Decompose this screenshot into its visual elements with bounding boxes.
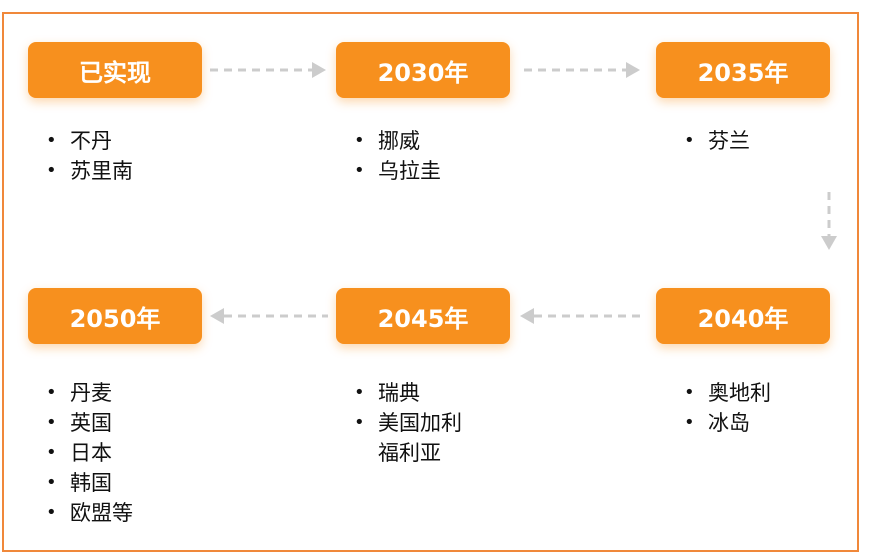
list-item: 丹麦 — [36, 378, 133, 408]
list-item: 苏里南 — [36, 156, 133, 186]
country-list-2050: 丹麦 英国 日本 韩国 欧盟等 — [36, 378, 133, 528]
list-item: 不丹 — [36, 126, 133, 156]
list-item: 福利亚 — [378, 441, 441, 465]
stage-2035: 2035年 — [656, 42, 830, 98]
list-item: 乌拉圭 — [344, 156, 441, 186]
list-item: 冰岛 — [674, 408, 771, 438]
country-list-2045: 瑞典 美国加利 福利亚 — [344, 378, 462, 468]
list-item: 瑞典 — [344, 378, 462, 408]
list-item: 美国加利 — [344, 408, 462, 438]
arrow-right-icon — [210, 62, 326, 78]
stage-2040: 2040年 — [656, 288, 830, 344]
stage-achieved: 已实现 — [28, 42, 202, 98]
country-list-2040: 奥地利 冰岛 — [674, 378, 771, 438]
country-list-2030: 挪威 乌拉圭 — [344, 126, 441, 186]
stage-2050: 2050年 — [28, 288, 202, 344]
list-item: 日本 — [36, 438, 133, 468]
arrow-left-icon — [210, 308, 328, 324]
stage-2045: 2045年 — [336, 288, 510, 344]
list-item: 奥地利 — [674, 378, 771, 408]
arrow-down-icon — [821, 192, 837, 250]
list-item: 英国 — [36, 408, 133, 438]
diagram-frame — [2, 12, 859, 552]
list-item: 挪威 — [344, 126, 441, 156]
arrow-left-icon — [520, 308, 640, 324]
arrow-right-icon — [524, 62, 640, 78]
country-list-2035: 芬兰 — [674, 126, 750, 156]
country-list-achieved: 不丹 苏里南 — [36, 126, 133, 186]
stage-2030: 2030年 — [336, 42, 510, 98]
list-item: 芬兰 — [674, 126, 750, 156]
list-item: 欧盟等 — [36, 498, 133, 528]
list-item: 韩国 — [36, 468, 133, 498]
